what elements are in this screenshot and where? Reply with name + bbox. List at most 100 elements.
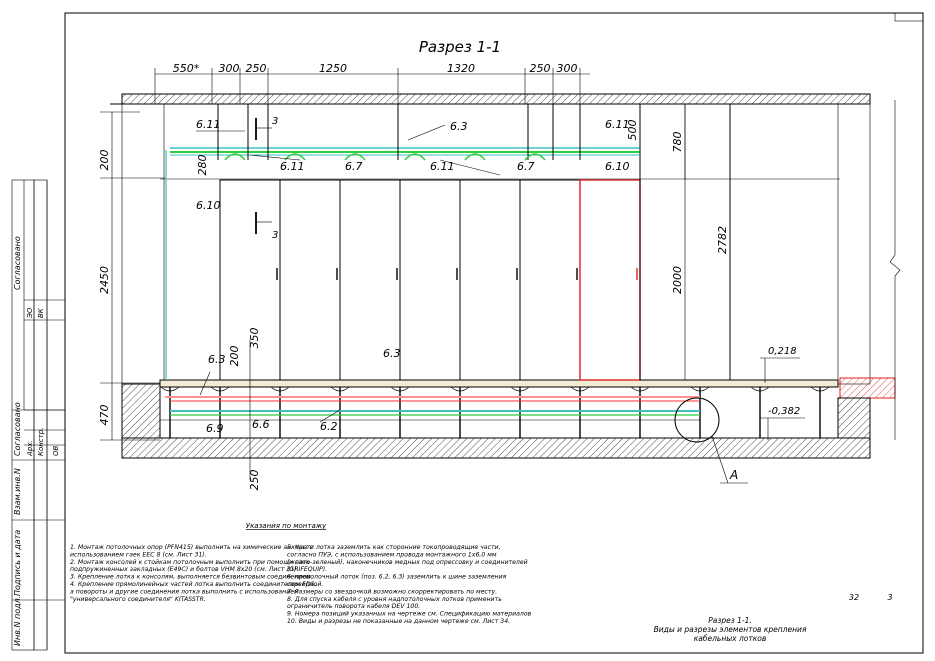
stamp-col1-a: ЭО bbox=[26, 307, 34, 319]
pedestal-head bbox=[330, 386, 350, 392]
note-line: использованием гаек EEC 8 (см. Лист 31). bbox=[70, 551, 207, 558]
note-line: ограничитель поворота кабеля DEV 100. bbox=[287, 602, 420, 610]
notes-left-column: 1. Монтаж потолочных опор (PFN415) выпол… bbox=[70, 544, 317, 603]
top-dim-6: 300 bbox=[557, 62, 578, 75]
note-line: 6. проволочный лоток (поз. 6.2, 6.3) заз… bbox=[287, 574, 507, 581]
inner-dim-2: 350 bbox=[248, 328, 261, 349]
right-brick-wall bbox=[837, 103, 871, 385]
bottom-dim: 250 bbox=[248, 470, 261, 491]
callout-1: 6.3 bbox=[450, 120, 468, 133]
sheet-sub: 3 bbox=[887, 593, 892, 602]
top-dim-2: 250 bbox=[246, 62, 267, 75]
pedestal-head bbox=[390, 386, 410, 392]
pedestal-head bbox=[210, 386, 230, 392]
callout-11: 6.6 bbox=[252, 418, 270, 431]
stamp-col2-a: Арх. bbox=[26, 440, 34, 457]
underfloor-trays bbox=[160, 396, 700, 421]
callout-7: 6.10 bbox=[196, 199, 221, 212]
note-line: 1. Монтаж потолочных опор (PFN415) выпол… bbox=[70, 544, 314, 551]
callout-10: 6.9 bbox=[206, 422, 224, 435]
server-cabinet bbox=[579, 179, 641, 381]
right-dim-3: 2000 bbox=[671, 266, 684, 294]
stamp-agreed-2: Согласовано bbox=[13, 402, 22, 456]
stamp-inv-replace: Взам.инв.N bbox=[13, 468, 22, 515]
right-dimensions: 500 780 2782 2000 bbox=[626, 104, 729, 294]
pedestal-head bbox=[450, 386, 470, 392]
caption-3: кабельных лотков bbox=[694, 634, 767, 643]
callout-5: 6.7 bbox=[517, 160, 535, 173]
note-line: 2. Монтаж консолей к стойкам потолочным … bbox=[70, 559, 310, 566]
right-dim-0: 500 bbox=[626, 120, 639, 141]
node-a-label: A bbox=[729, 468, 738, 482]
level-marks: 0,218 -0,382 bbox=[760, 346, 805, 440]
note-line: 5. Части лотка заземлить как сторонние т… bbox=[287, 544, 501, 551]
sheet-frame bbox=[64, 12, 924, 654]
section-mark-bottom: 3 bbox=[272, 230, 278, 241]
left-wall-base bbox=[121, 383, 161, 439]
callout-4: 6.11 bbox=[430, 160, 455, 173]
sheet-number: 32 bbox=[849, 593, 859, 602]
frame-corner-box bbox=[894, 12, 924, 22]
callout-6: 6.10 bbox=[605, 160, 630, 173]
top-dim-0: 550* bbox=[173, 62, 200, 75]
server-cabinet bbox=[279, 179, 341, 381]
callout-labels: 6.11 6.3 6.11 6.7 6.11 6.7 6.10 6.10 6.3… bbox=[196, 118, 630, 435]
side-stamp: Согласовано ЭО ВК Согласовано Арх. Конст… bbox=[11, 179, 65, 651]
top-dim-5: 250 bbox=[530, 62, 551, 75]
server-cabinet bbox=[519, 179, 581, 381]
floor-slab bbox=[121, 437, 871, 459]
server-cabinet bbox=[459, 179, 521, 381]
callout-12: 6.2 bbox=[320, 420, 338, 433]
left-dim-0: 200 bbox=[98, 150, 111, 171]
note-line: а повороты и другие соединения лотка вып… bbox=[70, 588, 299, 595]
note-line: 3. Крепление лотка к консолям, выполняет… bbox=[70, 573, 313, 581]
stamp-col1-b: ВК bbox=[37, 307, 45, 318]
ceiling-tray-assembly bbox=[160, 104, 840, 180]
note-line: (GRIFEQUIP). bbox=[287, 566, 327, 573]
top-dim-3: 1250 bbox=[319, 62, 347, 75]
inner-dim-0: 280 bbox=[196, 155, 209, 176]
caption-1: Разрез 1-1. bbox=[708, 616, 752, 625]
callout-0: 6.11 bbox=[196, 118, 221, 131]
section-marks: 3 3 bbox=[255, 116, 278, 241]
level-0: 0,218 bbox=[768, 346, 797, 357]
notes-right-column: 5. Части лотка заземлить как сторонние т… bbox=[287, 544, 532, 625]
stamp-agreed-1: Согласовано bbox=[13, 236, 22, 290]
callout-9: 6.3 bbox=[383, 347, 401, 360]
left-brick-wall bbox=[121, 103, 165, 385]
left-dim-2: 470 bbox=[98, 405, 111, 426]
notes-heading: Указания по монтажу bbox=[246, 522, 327, 530]
caption-2: Виды и разрезы элементов крепления bbox=[654, 625, 807, 634]
section-mark-top: 3 bbox=[272, 116, 278, 127]
pedestal-head bbox=[690, 386, 710, 392]
drawing-title: Разрез 1-1 bbox=[419, 38, 501, 56]
pedestal-head bbox=[750, 386, 770, 392]
pedestal-head bbox=[270, 386, 290, 392]
server-cabinets bbox=[219, 179, 641, 381]
note-line: "универсального соединителя" KITASSTR. bbox=[70, 596, 206, 603]
callout-8: 6.3 bbox=[208, 353, 226, 366]
left-dim-1: 2450 bbox=[98, 266, 111, 294]
note-line: серверной. bbox=[287, 581, 323, 588]
left-dimension-chain: 200 2450 470 bbox=[98, 111, 165, 441]
stamp-col2-b: Констр. bbox=[37, 428, 45, 456]
ceiling-slab bbox=[121, 93, 871, 105]
callout-13: 6.11 bbox=[605, 118, 630, 131]
note-line: 9. Номера позиций указанных на чертеже с… bbox=[287, 611, 532, 618]
pedestal-head bbox=[160, 386, 180, 392]
top-dim-1: 300 bbox=[219, 62, 240, 75]
break-line bbox=[889, 100, 901, 440]
right-dim-1: 780 bbox=[671, 132, 684, 153]
note-line: подпружиненных закладных (E49C) и болтов… bbox=[70, 565, 299, 573]
stamp-inv-orig: Инв.N подл. bbox=[13, 596, 22, 646]
inner-dim-1: 200 bbox=[228, 346, 241, 367]
note-line: 7. Размеры со звездочкой возможно скорре… bbox=[287, 588, 497, 595]
pedestal-head bbox=[510, 386, 530, 392]
pedestal-head bbox=[810, 386, 830, 392]
stamp-col2-c: ОВ bbox=[52, 445, 60, 456]
note-line: 8. Для спуска кабеля с уровня надпотолоч… bbox=[287, 595, 502, 603]
note-line: согласно ПУЭ, с использованием провода м… bbox=[287, 551, 497, 558]
right-wall-base bbox=[837, 397, 871, 439]
server-cabinet bbox=[399, 179, 461, 381]
